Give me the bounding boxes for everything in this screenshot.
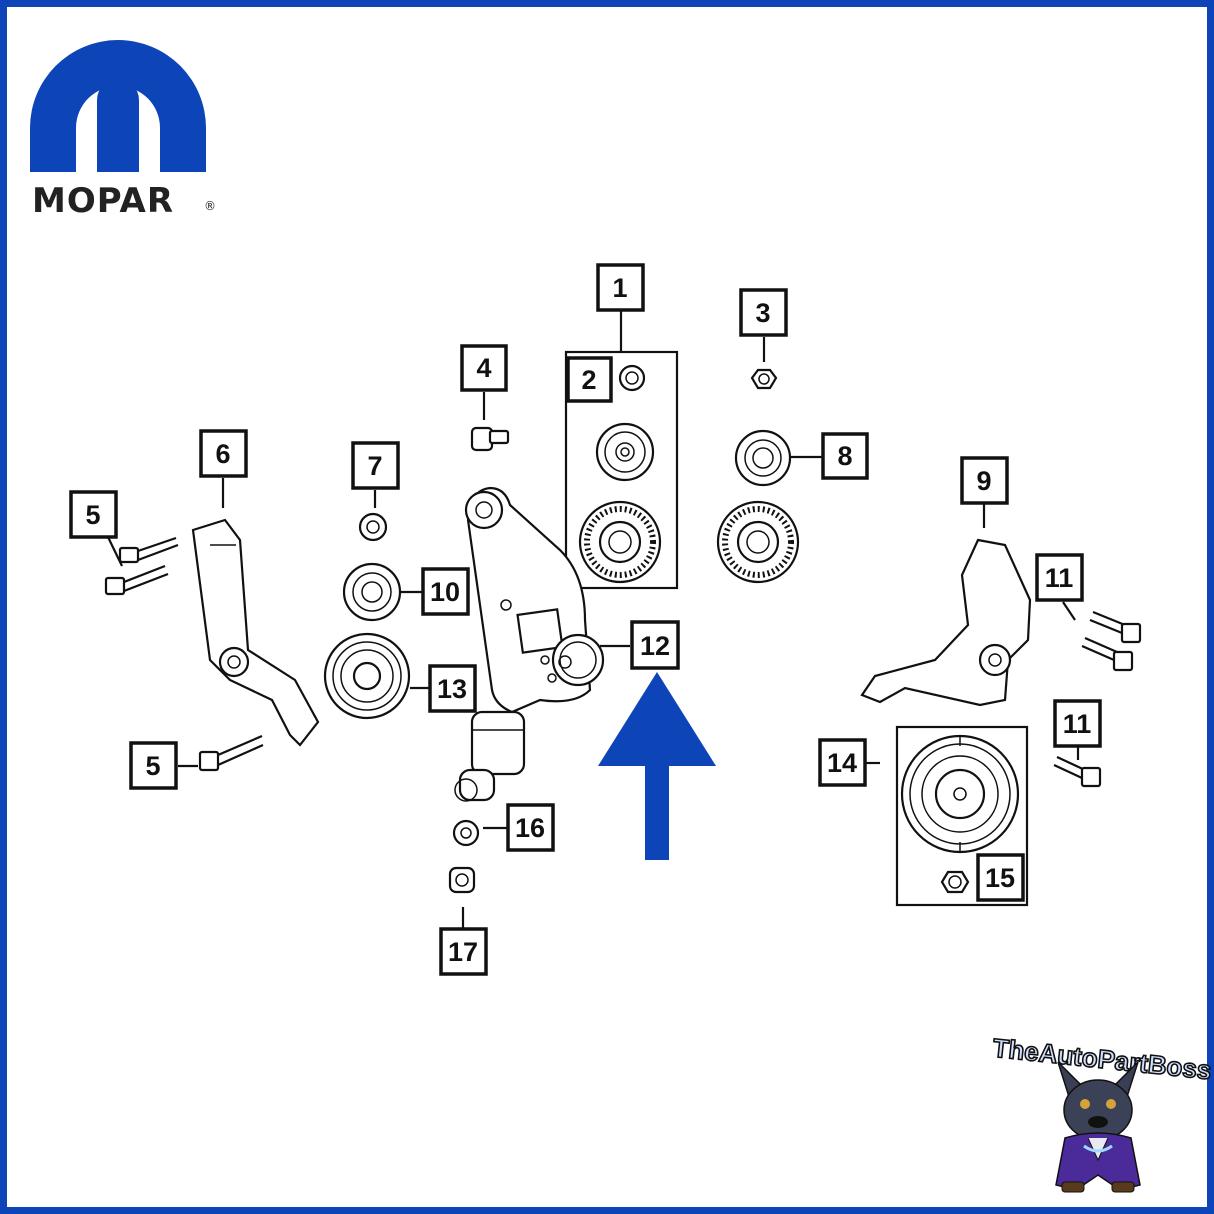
- svg-text:7: 7: [367, 451, 382, 481]
- part-3-nut: [750, 368, 778, 390]
- bulldog-mascot-icon: [1055, 1061, 1141, 1193]
- svg-text:12: 12: [640, 631, 670, 661]
- callout-8: 8: [821, 432, 869, 480]
- part-4-bolt: [470, 426, 510, 452]
- part-16-washer: [452, 819, 480, 847]
- svg-text:4: 4: [476, 353, 491, 383]
- callout-5-lower: 5: [129, 741, 178, 790]
- part-11-bolt-upper-1: [1089, 610, 1142, 644]
- svg-text:13: 13: [437, 674, 467, 704]
- callout-7: 7: [351, 441, 400, 490]
- part-5-bolt-upper-2: [104, 564, 169, 596]
- part-15-bolt: [940, 870, 970, 894]
- part-1-pulley-cover: [595, 422, 655, 482]
- mopar-wordmark: MOPAR: [32, 181, 174, 221]
- part-6-bracket: [191, 518, 320, 747]
- svg-text:9: 9: [976, 466, 991, 496]
- svg-text:11: 11: [1063, 709, 1092, 739]
- callout-11-upper: 11: [1035, 553, 1084, 602]
- part-17-bolt: [448, 866, 476, 894]
- callout-6: 6: [199, 429, 248, 478]
- watermark-logo: TheAutoPartBoss: [991, 1032, 1214, 1193]
- svg-text:3: 3: [755, 298, 770, 328]
- registered-mark: ®: [204, 199, 216, 213]
- callout-9: 9: [960, 456, 1009, 505]
- callout-3: 3: [739, 288, 788, 337]
- highlight-arrow: [598, 672, 716, 860]
- svg-text:5: 5: [85, 500, 100, 530]
- callout-2: 2: [566, 356, 613, 403]
- part-7-washer: [358, 512, 388, 542]
- part-10-dust-cover: [342, 562, 402, 622]
- part-14-idler-pulley: [900, 734, 1020, 854]
- callout-13: 13: [428, 664, 477, 713]
- part-8-dust-cover: [734, 429, 792, 487]
- part-11-bolt-lower: [1053, 756, 1102, 788]
- svg-text:6: 6: [215, 439, 230, 469]
- svg-text:1: 1: [612, 273, 627, 303]
- part-5-bolt-upper-1: [118, 536, 179, 564]
- callout-11-lower: 11: [1053, 699, 1102, 748]
- callout-12: 12: [630, 620, 680, 670]
- callout-17: 17: [439, 927, 488, 976]
- part-8-bearing-pulley: [716, 500, 800, 584]
- part-1-bearing-pulley: [578, 500, 662, 584]
- svg-text:16: 16: [515, 813, 545, 843]
- svg-text:11: 11: [1045, 563, 1074, 593]
- mopar-logo: MOPAR ®: [30, 40, 216, 221]
- callout-10: 10: [421, 567, 470, 616]
- callout-4: 4: [460, 344, 508, 392]
- callout-16: 16: [506, 803, 555, 852]
- part-13-pulley: [323, 632, 411, 720]
- callout-5-upper: 5: [69, 490, 118, 539]
- svg-text:14: 14: [827, 748, 857, 778]
- part-9-bracket: [860, 538, 1032, 707]
- part-2-washer: [618, 364, 646, 392]
- svg-text:2: 2: [581, 365, 596, 395]
- svg-text:8: 8: [837, 441, 852, 471]
- svg-text:15: 15: [985, 863, 1015, 893]
- svg-text:17: 17: [448, 937, 478, 967]
- kit-box-14: [895, 725, 1029, 907]
- callout-15: 15: [976, 853, 1025, 902]
- watermark-text: TheAutoPartBoss: [991, 1033, 1213, 1086]
- part-11-bolt-upper-2: [1081, 636, 1134, 672]
- part-12-tensioner: [454, 486, 605, 802]
- svg-text:10: 10: [430, 577, 460, 607]
- leader-11a: [1062, 601, 1076, 621]
- callout-14: 14: [818, 738, 867, 787]
- part-5-bolt-lower: [198, 734, 264, 772]
- callout-1: 1: [596, 263, 645, 312]
- svg-text:5: 5: [145, 751, 160, 781]
